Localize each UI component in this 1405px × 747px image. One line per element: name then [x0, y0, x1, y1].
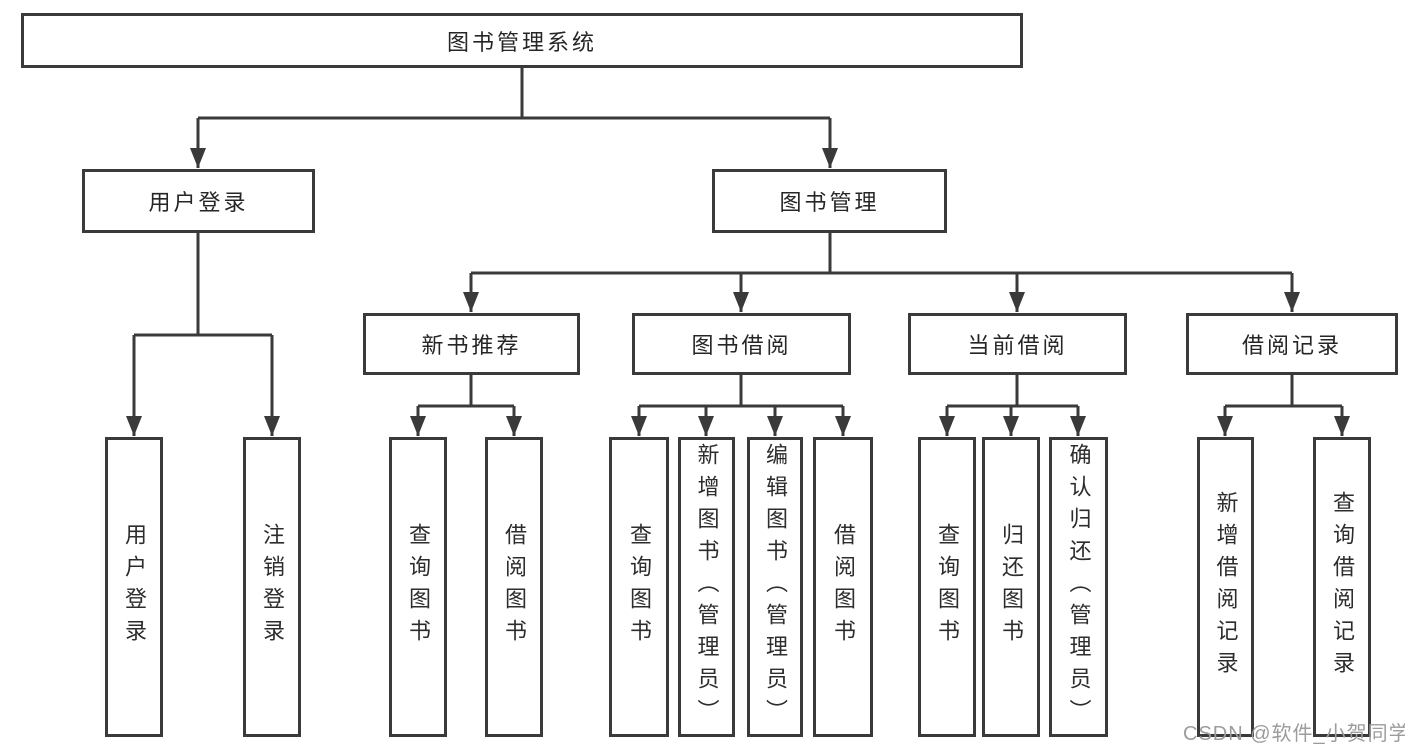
node-root-system: 图书管理系统	[21, 13, 1023, 68]
leaf-borrowing-borrow-books-label: 借阅图书	[831, 523, 856, 651]
csdn-watermark: CSDN @软件_小贺同学	[1183, 723, 1405, 745]
node-user-login: 用户登录	[82, 169, 315, 233]
leaf-confirm-return-admin-label: 确认归还（管理员）	[1066, 443, 1092, 731]
tree-edges	[132, 68, 1344, 436]
leaf-add-books-admin: 新增图书（管理员）	[678, 437, 735, 737]
node-book-borrowing: 图书借阅	[632, 313, 851, 375]
leaf-recommend-query-books-label: 查询图书	[406, 523, 431, 651]
leaf-borrowing-query-books-label: 查询图书	[627, 523, 652, 651]
node-root-system-label: 图书管理系统	[446, 29, 597, 55]
leaf-add-books-admin-label: 新增图书（管理员）	[694, 443, 720, 731]
node-borrowing-records-label: 借阅记录	[1241, 333, 1342, 358]
leaf-add-borrow-record: 新增借阅记录	[1197, 437, 1254, 737]
leaf-return-books-label: 归还图书	[999, 523, 1024, 651]
node-user-login-label: 用户登录	[148, 190, 249, 215]
leaf-edit-books-admin-label: 编辑图书（管理员）	[763, 443, 788, 731]
leaf-query-borrow-record: 查询借阅记录	[1313, 437, 1371, 737]
node-book-management: 图书管理	[712, 169, 947, 233]
leaf-query-borrow-record-label: 查询借阅记录	[1330, 491, 1355, 683]
leaf-recommend-query-books: 查询图书	[389, 437, 447, 737]
arrowheads	[126, 148, 1350, 436]
node-current-borrowing-label: 当前借阅	[967, 333, 1068, 358]
leaf-recommend-borrow-books-label: 借阅图书	[502, 523, 527, 651]
leaf-user-login-label: 用户登录	[122, 523, 147, 651]
node-new-book-recommend-label: 新书推荐	[421, 333, 522, 358]
node-book-management-label: 图书管理	[779, 190, 880, 215]
leaf-logout: 注销登录	[243, 437, 301, 737]
leaf-confirm-return-admin: 确认归还（管理员）	[1049, 437, 1108, 737]
leaf-borrowing-borrow-books: 借阅图书	[813, 437, 873, 737]
node-borrowing-records: 借阅记录	[1186, 313, 1398, 375]
leaf-add-borrow-record-label: 新增借阅记录	[1213, 491, 1239, 683]
leaf-user-login: 用户登录	[105, 437, 163, 737]
leaf-logout-label: 注销登录	[260, 523, 285, 651]
leaf-current-query-books: 查询图书	[918, 437, 976, 737]
leaf-borrowing-query-books: 查询图书	[609, 437, 669, 737]
leaf-recommend-borrow-books: 借阅图书	[485, 437, 543, 737]
node-book-borrowing-label: 图书借阅	[691, 333, 792, 358]
leaf-current-query-books-label: 查询图书	[935, 523, 960, 651]
leaf-edit-books-admin: 编辑图书（管理员）	[747, 437, 803, 737]
leaf-return-books: 归还图书	[982, 437, 1040, 737]
node-new-book-recommend: 新书推荐	[363, 313, 580, 375]
node-current-borrowing: 当前借阅	[908, 313, 1127, 375]
